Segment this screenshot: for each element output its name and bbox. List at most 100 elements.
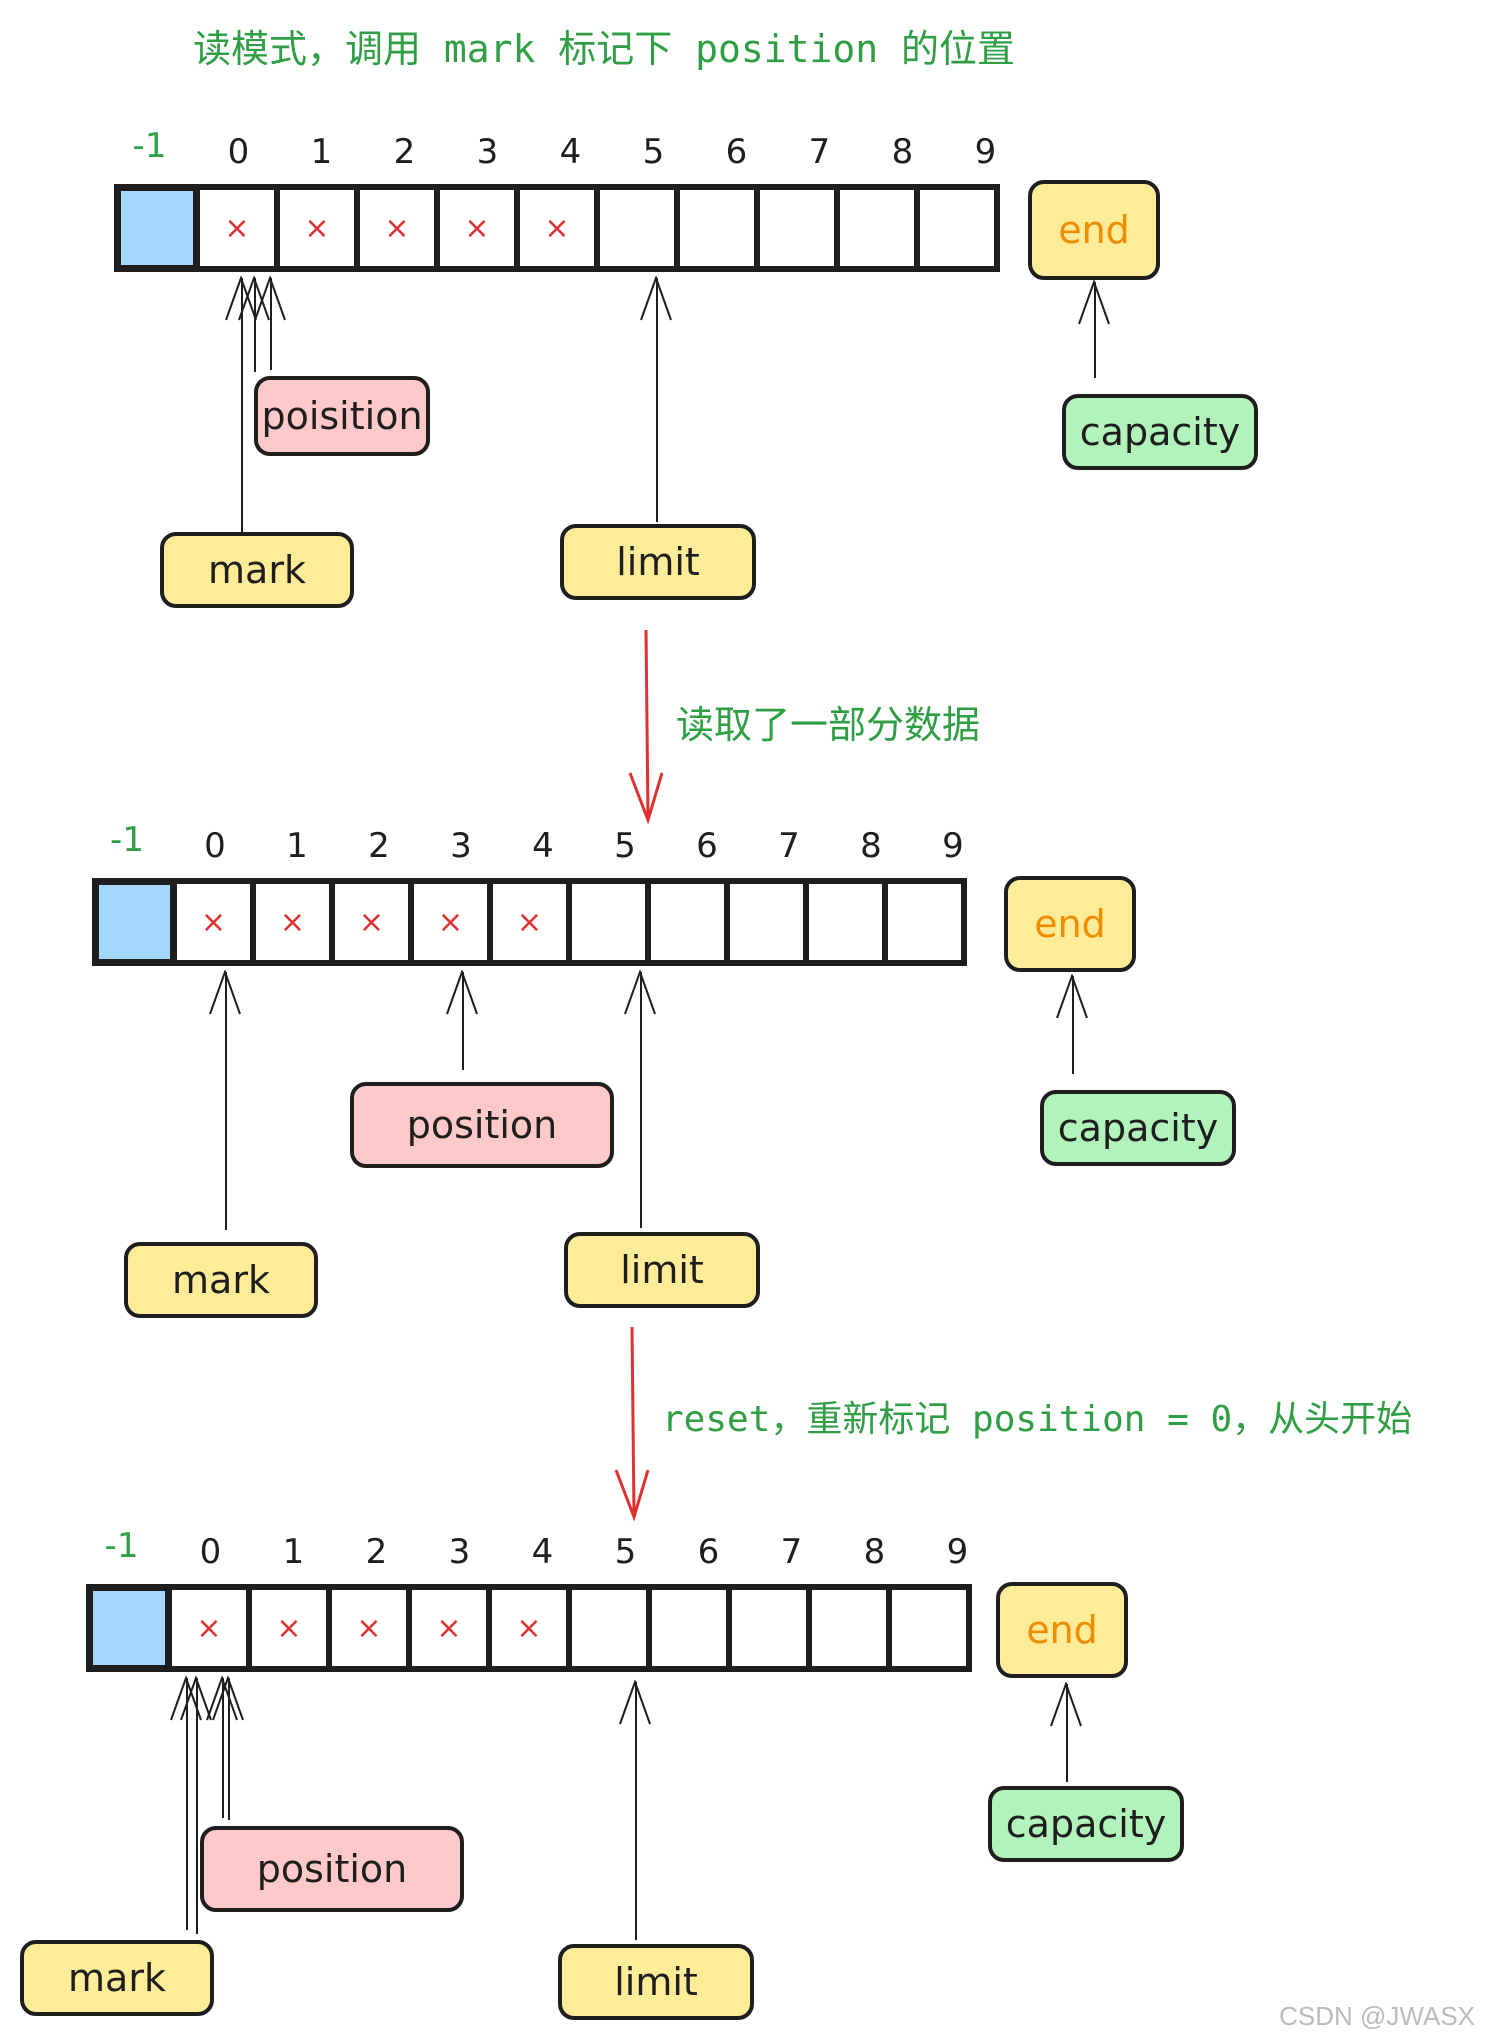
position-secondary-arrow	[222, 1678, 224, 1818]
index-label: 0	[204, 826, 226, 866]
buffer-cell: ×	[329, 878, 414, 966]
end-marker: end	[996, 1582, 1128, 1678]
buffer-cell: ×	[486, 1584, 572, 1672]
limit-tag: limit	[564, 1232, 760, 1308]
index-label: 1	[282, 1532, 305, 1572]
index-label: 1	[286, 826, 308, 866]
index-label: 3	[476, 132, 499, 172]
capacity-arrow	[1072, 976, 1074, 1074]
buffer-cell	[646, 1584, 732, 1672]
watermark: CSDN @JWASX	[1279, 2001, 1475, 2031]
index-label: 9	[946, 1532, 969, 1572]
capacity-arrowhead	[1078, 280, 1110, 325]
position-arrow	[270, 278, 272, 370]
index-label: 5	[642, 132, 665, 172]
mark-secondary-arrow	[186, 1678, 188, 1930]
index-label: 4	[531, 1532, 554, 1572]
index-label: 3	[450, 826, 472, 866]
index-label: 4	[532, 826, 554, 866]
buffer-cell	[674, 184, 760, 272]
limit-tag: limit	[560, 524, 756, 600]
buffer-cell	[566, 1584, 652, 1672]
mark-tag: mark	[160, 532, 354, 608]
capacity-arrow	[1066, 1684, 1068, 1782]
buffer-cell-guard	[86, 1584, 172, 1672]
capacity-arrowhead	[1050, 1682, 1082, 1727]
mark-arrow	[225, 972, 227, 1230]
capacity-tag: capacity	[1040, 1090, 1236, 1166]
limit-arrowhead	[640, 276, 672, 321]
mark-tag: mark	[124, 1242, 318, 1318]
buffer-cell: ×	[408, 878, 493, 966]
mark-arrowhead	[209, 970, 241, 1015]
capacity-arrowhead	[1056, 974, 1088, 1019]
end-marker: end	[1004, 876, 1136, 972]
index-label: 7	[778, 826, 800, 866]
buffer-cell	[806, 1584, 892, 1672]
index-label: 1	[310, 132, 333, 172]
position-arrowhead	[212, 1676, 244, 1721]
buffer-cell: ×	[246, 1584, 332, 1672]
position-arrow	[228, 1678, 230, 1820]
limit-arrow	[656, 278, 658, 522]
buffer-cell: ×	[434, 184, 520, 272]
buffer-cell	[726, 1584, 812, 1672]
index-label: 2	[365, 1532, 388, 1572]
mark-secondary-arrowhead	[170, 1676, 202, 1721]
capacity-arrow	[1094, 282, 1096, 378]
buffer-cell	[882, 878, 967, 966]
buffer-cell	[886, 1584, 972, 1672]
capacity-tag: capacity	[1062, 394, 1258, 470]
buffer-cell: ×	[250, 878, 335, 966]
index-label: 8	[863, 1532, 886, 1572]
buffer-cell: ×	[326, 1584, 412, 1672]
position-arrow	[462, 972, 464, 1070]
index-label: 7	[780, 1532, 803, 1572]
step-arrow-1	[628, 629, 664, 825]
mark-arrow	[196, 1678, 198, 1934]
mark-tag: mark	[20, 1940, 214, 2016]
caption-step-1: 读模式，调用 mark 标记下 position 的位置	[193, 27, 1016, 71]
index-label: 0	[199, 1532, 222, 1572]
index-label: 2	[368, 826, 390, 866]
caption-step-3: reset，重新标记 position = 0，从头开始	[662, 1399, 1413, 1440]
buffer-cell: ×	[274, 184, 360, 272]
buffer-cell	[724, 878, 809, 966]
capacity-tag: capacity	[988, 1786, 1184, 1862]
buffer-cell	[645, 878, 730, 966]
index-label: -1	[104, 1526, 139, 1566]
index-label: 2	[393, 132, 416, 172]
index-label: 9	[942, 826, 964, 866]
index-label: 7	[808, 132, 831, 172]
buffer-cell	[834, 184, 920, 272]
position-tag: position	[350, 1082, 614, 1168]
index-label: 6	[696, 826, 718, 866]
index-label: -1	[110, 820, 144, 860]
position-secondary-arrowhead	[206, 1676, 238, 1721]
buffer-cell: ×	[406, 1584, 492, 1672]
buffer-cell-guard	[92, 878, 177, 966]
mark-arrow	[241, 278, 243, 532]
end-marker: end	[1028, 180, 1160, 280]
buffer-cell: ×	[166, 1584, 252, 1672]
index-label: 9	[974, 132, 997, 172]
index-label: 8	[891, 132, 914, 172]
position-tag: poisition	[254, 376, 430, 456]
index-label: 8	[860, 826, 882, 866]
index-label: 6	[725, 132, 748, 172]
position-tag: position	[200, 1826, 464, 1912]
buffer-cell: ×	[514, 184, 600, 272]
index-label: 6	[697, 1532, 720, 1572]
limit-arrow	[640, 972, 642, 1228]
buffer-cell: ×	[171, 878, 256, 966]
buffer-cell	[566, 878, 651, 966]
step-arrow-2	[614, 1326, 650, 1522]
limit-arrowhead	[619, 1680, 651, 1725]
buffer-cell: ×	[194, 184, 280, 272]
buffer-cell	[594, 184, 680, 272]
limit-arrowhead	[624, 970, 656, 1015]
buffer-cell: ×	[354, 184, 440, 272]
position-arrowhead	[446, 970, 478, 1015]
index-label: 0	[227, 132, 250, 172]
